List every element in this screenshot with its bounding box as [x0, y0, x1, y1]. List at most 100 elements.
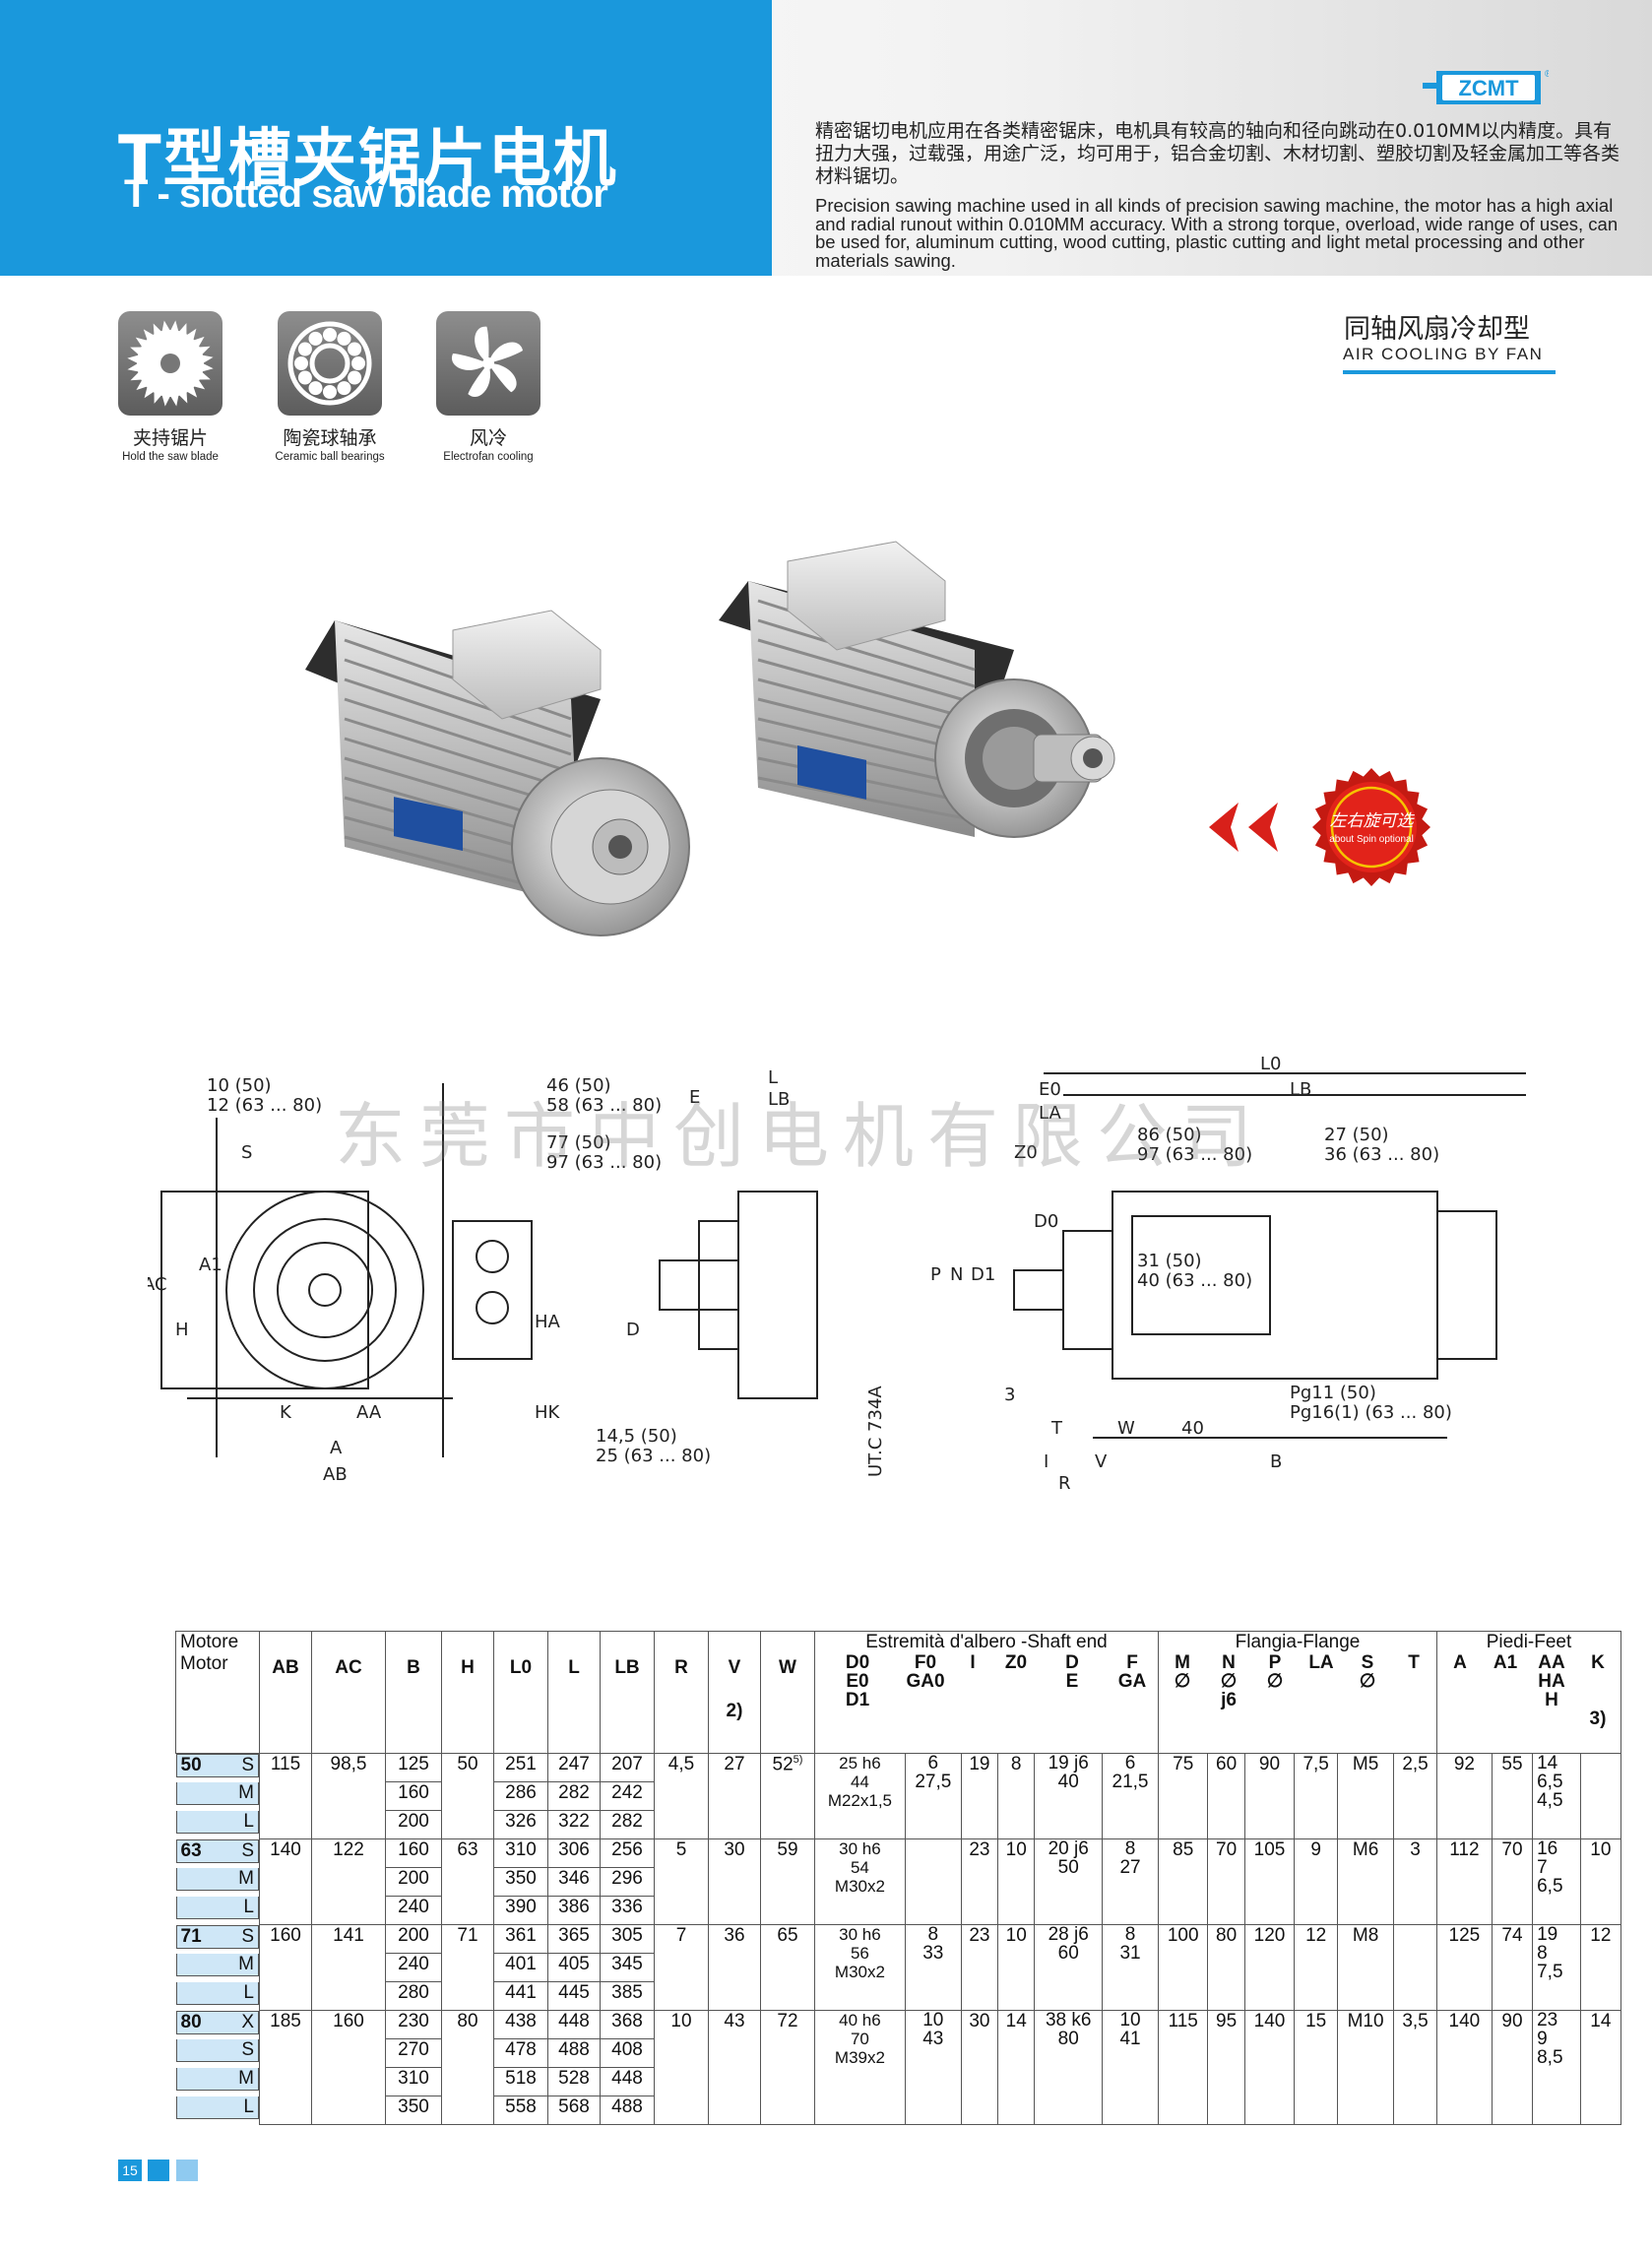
dim-side-4: 36 (63 ... 80) [1324, 1144, 1439, 1165]
cell-l: 306 [547, 1838, 601, 1868]
motor-size: 63 [180, 1839, 202, 1861]
cell-l: 322 [547, 1810, 601, 1839]
cell-b: 240 [385, 1896, 442, 1925]
label-r: R [1058, 1473, 1071, 1494]
cell-la: 15 [1294, 2010, 1339, 2125]
label-t: T [1050, 1418, 1063, 1439]
header-h: H [441, 1631, 494, 1754]
cell-p: 90 [1243, 1753, 1296, 1839]
label-la: LA [1039, 1103, 1061, 1124]
dim-side-7: Pg11 (50) [1290, 1383, 1376, 1403]
shaft-group-title: Estremità d'albero -Shaft end [865, 1632, 1108, 1652]
cell-l0: 558 [493, 2096, 548, 2125]
description-english: Precision sawing machine used in all kin… [815, 195, 1619, 271]
cell-b: 200 [385, 1867, 442, 1897]
dim-top-right-1: 46 (50) [546, 1075, 611, 1096]
cell-l: 488 [547, 2038, 601, 2068]
motor-rear [719, 541, 1115, 838]
motor-size-cell: L [175, 1896, 259, 1919]
motor-size-cell: S [175, 2038, 259, 2062]
label-ab: AB [323, 1464, 348, 1485]
header-b: B [385, 1631, 442, 1754]
cell-i: 30 [960, 2010, 999, 2125]
header-ab: AB [259, 1631, 312, 1754]
motor-size-cell: L [175, 2096, 259, 2119]
dim-side-5: 31 (50) [1137, 1251, 1202, 1271]
motor-size-cell: M [175, 1953, 259, 1976]
dim-side-8: Pg16(1) (63 ... 80) [1290, 1402, 1452, 1423]
cell-r: 4,5 [654, 1753, 709, 1839]
cell-b: 160 [385, 1781, 442, 1811]
cell-lb: 448 [600, 2067, 655, 2096]
cell-la: 9 [1294, 1838, 1339, 1925]
cell-m: 75 [1157, 1753, 1209, 1839]
motor-variant: M [238, 1781, 254, 1803]
cell-l0: 361 [493, 1924, 548, 1954]
cell-w: 72 [760, 2010, 815, 2125]
motor-variant: L [243, 1896, 254, 1917]
cell-ab: 140 [259, 1838, 312, 1925]
motor-variant: L [243, 2096, 254, 2117]
cell-l0: 518 [493, 2067, 548, 2096]
feet-group-title: Piedi-Feet [1486, 1632, 1572, 1652]
header-feet-col: A1 [1493, 1652, 1518, 1673]
label-a1: A1 [199, 1255, 222, 1275]
cell-la: 12 [1294, 1924, 1339, 2011]
cell-k: 12 [1579, 1924, 1622, 2011]
cell-n: 70 [1207, 1838, 1245, 1925]
cell-ac: 160 [311, 2010, 386, 2125]
cell-p: 120 [1243, 1924, 1296, 2011]
dim-side-3: 27 (50) [1324, 1125, 1389, 1145]
cell-b: 280 [385, 1981, 442, 2011]
header-l: L [547, 1631, 601, 1754]
cell-fga: 8 31 [1102, 1924, 1159, 2011]
cell-v: 27 [708, 1753, 761, 1839]
cell-shaft: 30 h6 54 M30x2 [814, 1838, 906, 1925]
feature-saw-blade: 夹持锯片 Hold the saw blade [92, 311, 249, 463]
cell-a: 92 [1436, 1753, 1493, 1839]
label-ha: HA [535, 1312, 561, 1332]
feature-fan-en: Electrofan cooling [443, 451, 534, 463]
cell-r: 10 [654, 2010, 709, 2125]
cell-ac: 98,5 [311, 1753, 386, 1839]
motor-size-cell: 63 S [175, 1838, 259, 1863]
cell-fga: 6 21,5 [1102, 1753, 1159, 1839]
header-shaft-col: Z0 [1004, 1652, 1028, 1673]
motor-variant: S [241, 1839, 254, 1861]
header-w: W [760, 1631, 815, 1754]
cell-ab: 160 [259, 1924, 312, 2011]
label-l: L [768, 1067, 778, 1088]
cell-lb: 385 [600, 1981, 655, 2011]
header-lb: LB [600, 1631, 655, 1754]
dim-top-left-1: 10 (50) [207, 1075, 272, 1096]
motor-variant: X [241, 2011, 254, 2032]
cell-k: 14 [1579, 2010, 1622, 2125]
cell-fga: 10 41 [1102, 2010, 1159, 2125]
cell-a: 112 [1436, 1838, 1493, 1925]
feature-saw-blade-en: Hold the saw blade [122, 451, 219, 463]
label-s: S [241, 1142, 252, 1163]
cell-l0: 326 [493, 1810, 548, 1839]
drawing-code: UT.C 734A [865, 1386, 886, 1477]
motor-front [305, 610, 690, 936]
cell-a: 140 [1436, 2010, 1493, 2125]
header-feet-col: AA HA H [1538, 1652, 1565, 1710]
page-number: 15 [118, 2160, 142, 2181]
badge-en: about Spin optional [1329, 834, 1414, 845]
label-a: A [330, 1438, 343, 1458]
feature-ball-bearing-cn: 陶瓷球轴承 [283, 427, 377, 449]
cell-t: 2,5 [1393, 1753, 1437, 1839]
cell-w: 525) [760, 1753, 815, 1839]
header-shaft-col: D0 E0 D1 [845, 1652, 870, 1710]
cell-w: 59 [760, 1838, 815, 1925]
cooling-type-en: AIR COOLING BY FAN [1343, 345, 1544, 363]
